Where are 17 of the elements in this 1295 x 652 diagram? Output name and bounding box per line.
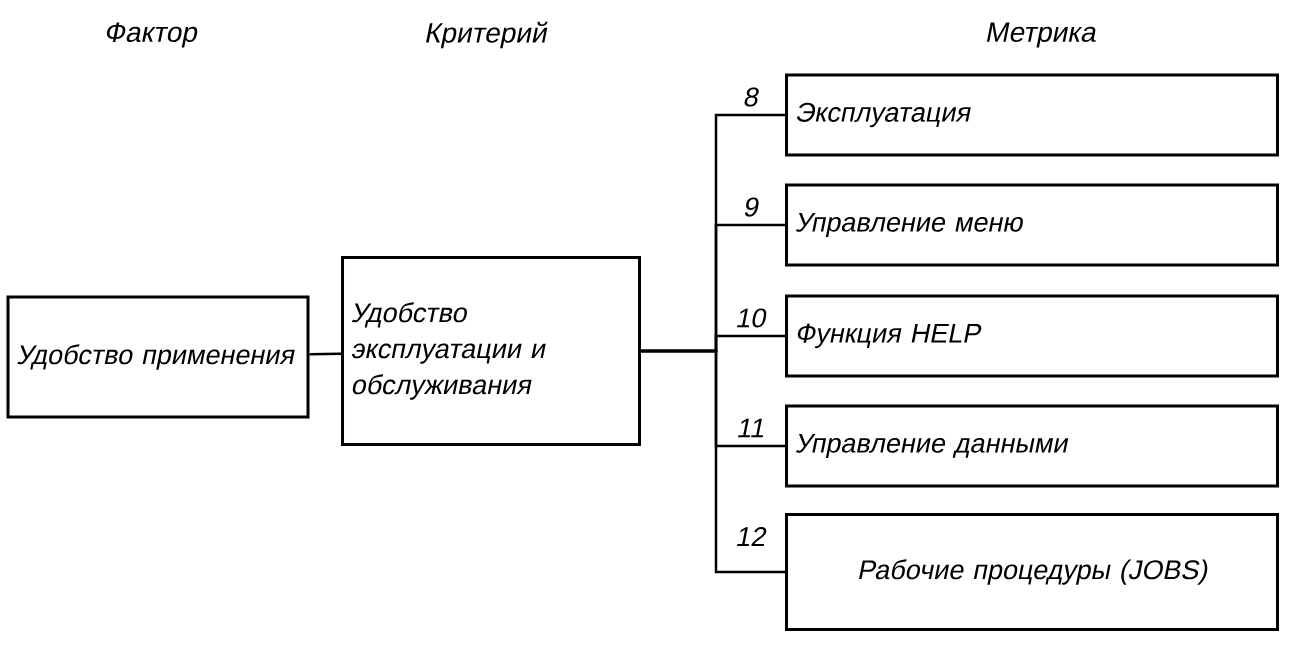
text-box: Эксплуатация [785,73,1279,157]
text-box: Управление данными [785,404,1279,488]
connector-line [641,349,785,574]
edge-label: 9 [741,196,759,218]
edge-label: 10 [734,307,767,329]
text-box: Удобство эксплуатации и обслуживания [341,256,641,446]
text-box: Рабочие процедуры (JOBS) [785,513,1279,631]
text-box: Удобство применения [6,295,310,419]
text-box: Функция HELP [785,294,1279,378]
column-heading: Метрика [986,22,1096,48]
edge-label: 11 [735,417,765,439]
column-heading: Фактор [106,22,198,48]
connector-line [309,352,342,356]
edge-label: 8 [741,86,759,108]
column-heading: Критерий [426,21,548,49]
edge-label: 12 [734,526,767,547]
text-box: Управление меню [785,183,1279,267]
